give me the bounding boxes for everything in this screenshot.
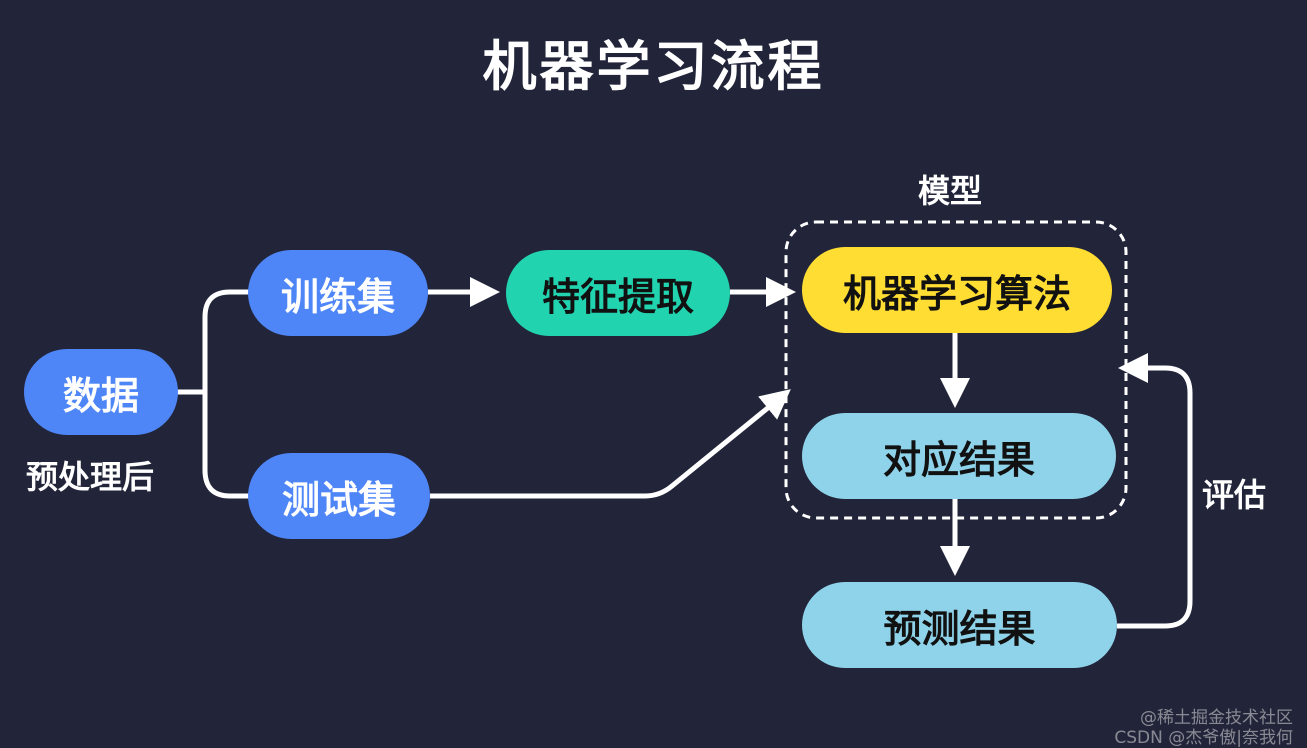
node-feature-extraction: 特征提取 bbox=[506, 250, 730, 336]
arrow-evaluate-feedback bbox=[1117, 353, 1193, 629]
node-test-set: 测试集 bbox=[248, 453, 430, 539]
node-train-set: 训练集 bbox=[248, 250, 428, 336]
connector-split-train bbox=[202, 289, 251, 499]
node-ml-algorithm: 机器学习算法 bbox=[802, 247, 1112, 333]
label-model: 模型 bbox=[918, 172, 983, 210]
arrow-test-model bbox=[430, 389, 791, 499]
model-boundary bbox=[784, 220, 1128, 520]
diagram-title: 机器学习流程 bbox=[482, 35, 825, 98]
node-data: 数据 bbox=[24, 349, 178, 435]
label-evaluate: 评估 bbox=[1202, 476, 1267, 514]
watermark-line2: CSDN @​杰爷傲|奈我何 bbox=[1114, 728, 1293, 748]
node-result: 对应结果 bbox=[802, 413, 1116, 499]
label-preprocessed: 预处理后 bbox=[26, 458, 155, 496]
node-prediction: 预测结果 bbox=[802, 582, 1117, 668]
watermark-line1: @稀土掘金技术社区 bbox=[1140, 708, 1293, 728]
